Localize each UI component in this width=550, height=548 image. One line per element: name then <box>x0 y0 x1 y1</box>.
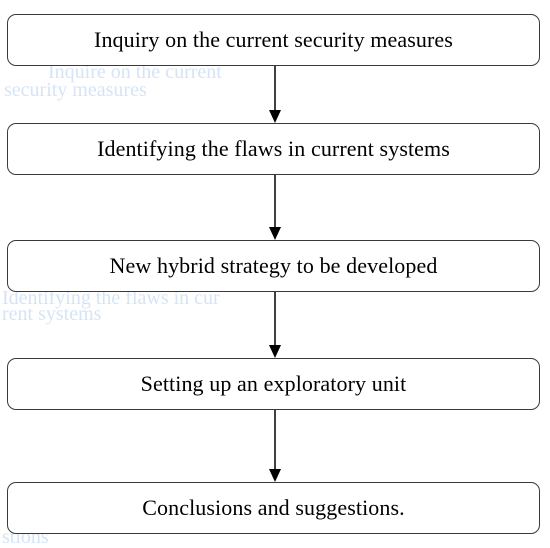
step-label: New hybrid strategy to be developed <box>109 253 438 278</box>
ghost-text: rent systems <box>2 303 102 325</box>
step-label: Inquiry on the current security measures <box>94 27 453 52</box>
arrow-down-icon <box>265 175 285 240</box>
step-box-inquiry: Inquiry on the current security measures <box>7 14 540 66</box>
step-box-conclusions: Conclusions and suggestions. <box>7 482 540 534</box>
step-label: Setting up an exploratory unit <box>140 371 407 396</box>
step-box-exploratory-unit: Setting up an exploratory unit <box>7 358 540 410</box>
ghost-text: security measures <box>4 79 147 101</box>
arrow-down-icon <box>265 292 285 358</box>
step-label: Identifying the flaws in current systems <box>97 136 450 161</box>
arrow-down-icon <box>265 66 285 123</box>
step-box-identify-flaws: Identifying the flaws in current systems <box>7 123 540 175</box>
arrow-down-icon <box>265 410 285 482</box>
step-label: Conclusions and suggestions. <box>142 495 405 520</box>
step-box-hybrid-strategy: New hybrid strategy to be developed <box>7 240 540 292</box>
